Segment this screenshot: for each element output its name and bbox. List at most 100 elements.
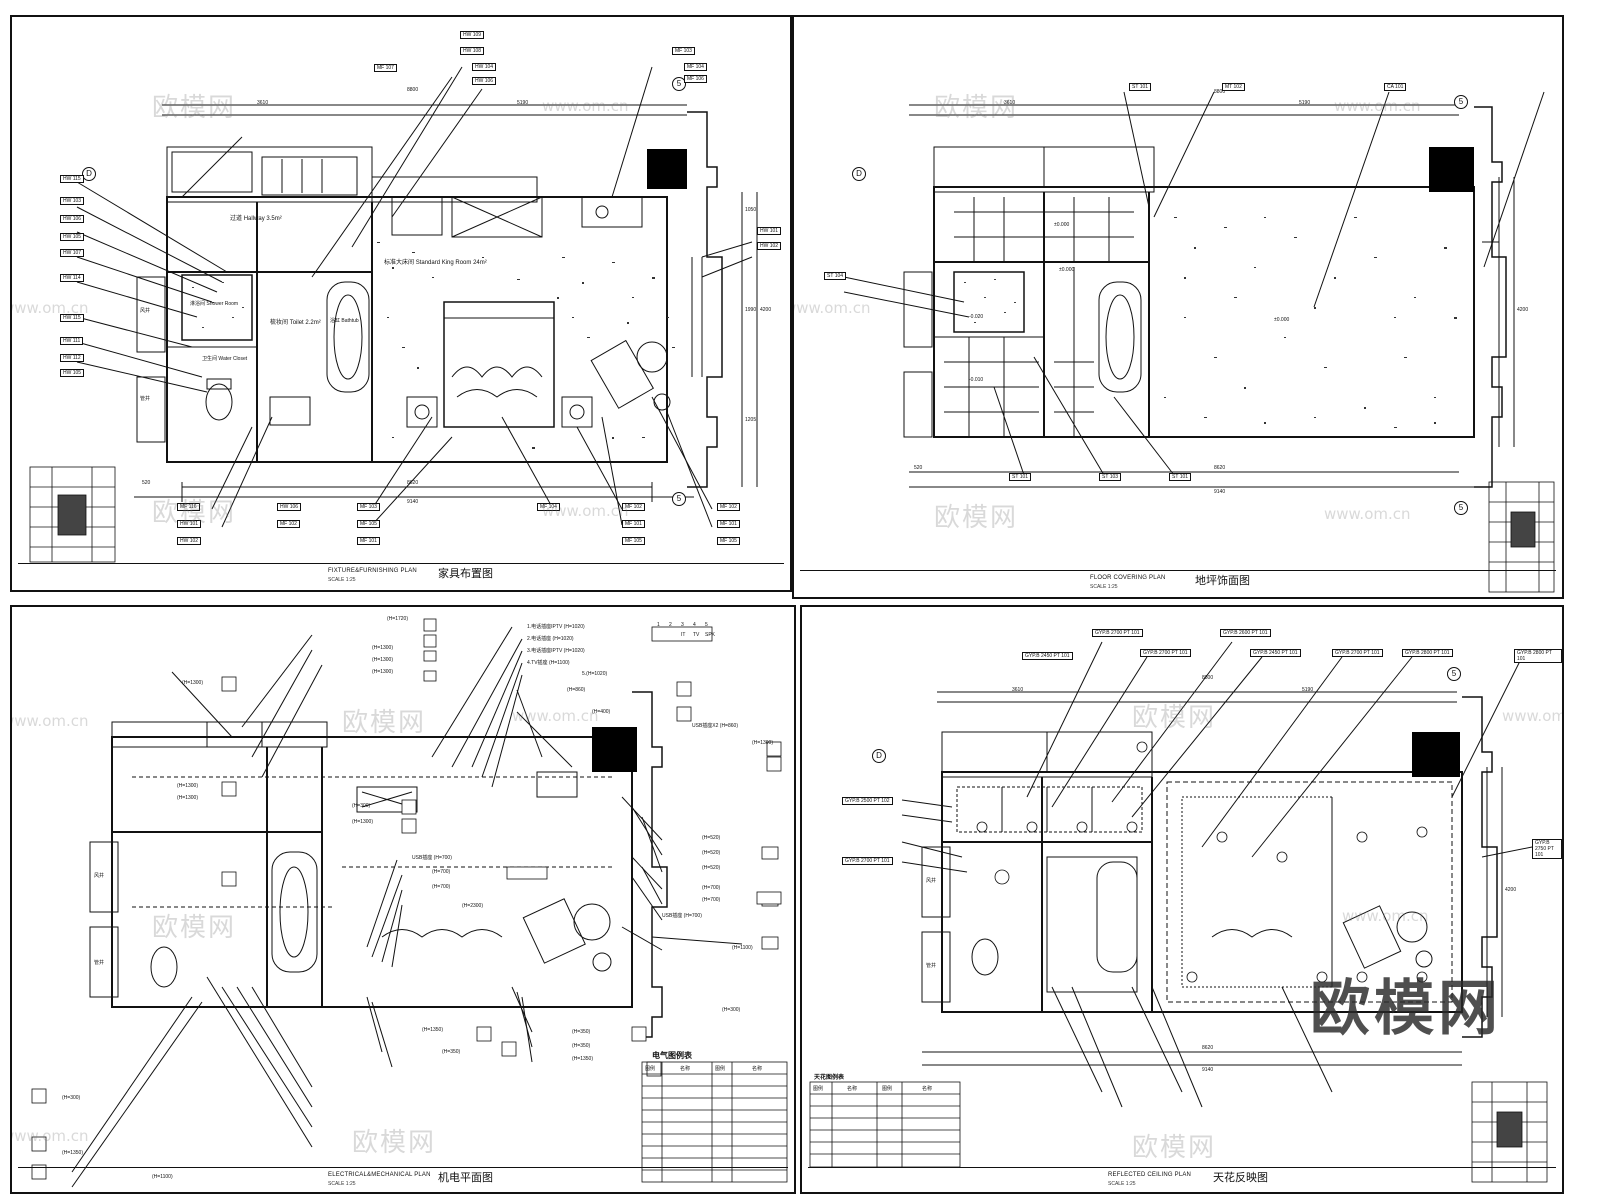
shaft-block (1429, 147, 1474, 192)
watermark-url: www.om.cn (10, 712, 89, 730)
elec-label: USB插座X2 (H=860) (692, 723, 738, 729)
dim-top-right: 5190 (1302, 687, 1314, 693)
tag-mf-106: MF 106 (684, 75, 707, 83)
elec-label: (H=1350) (422, 1027, 443, 1033)
elec-label: (H=700) (432, 869, 451, 875)
grid-label-5-bottom: 5 (1454, 501, 1468, 515)
watermark-brand: 欧模网 (342, 708, 427, 738)
ceiling-legend-table (809, 1081, 961, 1168)
electrical-plan-drawing (31, 618, 788, 1188)
tag-left-114: HW 114 (60, 274, 84, 282)
room-shower: 淋浴间 Shower Room (190, 301, 239, 307)
sheet-scale: SCALE 1:25 (328, 1181, 356, 1187)
legend-col: 图例 (715, 1066, 726, 1072)
sheet-scale: SCALE 1:25 (328, 577, 356, 583)
room-air-shaft: 风井 (140, 308, 151, 314)
elec-label: 1.电话插座IPTV (H=1020) (527, 624, 585, 630)
socket-id: TV (693, 632, 700, 638)
watermark-url: www.om.cn (542, 97, 629, 115)
elec-label: (H=1300) (177, 795, 198, 801)
ceiling-tag: GYP.B 2700 PT 101 (1092, 629, 1143, 637)
tag-hw-104: HW 104 (472, 63, 497, 71)
dim-bottom-inner: 8620 (407, 480, 419, 486)
dim-top-right: 5190 (517, 100, 529, 106)
title-bar: ELECTRICAL&MECHANICAL PLAN 机电平面图 SCALE 1… (18, 1167, 788, 1190)
dim-top-left: 3610 (1004, 100, 1016, 106)
elec-label: (H=300) (62, 1095, 81, 1101)
dim-right-total: 4200 (1517, 307, 1529, 313)
room-air-shaft: 风井 (926, 878, 937, 884)
elec-label: (H=1350) (62, 1150, 83, 1156)
tag-mf-102: MF 102 (277, 520, 300, 528)
tag-st-104: ST 104 (824, 272, 847, 280)
elec-label: (H=350) (572, 1043, 591, 1049)
room-toilet: 梳妆间 Toilet 2.2m² (270, 320, 321, 326)
elec-label: (H=1300) (372, 669, 393, 675)
grid-label-5-top: 5 (1454, 95, 1468, 109)
tag-mf-101: MF 101 (357, 537, 380, 545)
watermark-url: www.om.cn (1342, 907, 1429, 925)
floor-level: -0.020 (969, 314, 984, 320)
dim-top-total: 8800 (1202, 675, 1214, 681)
tag-mf-101b: MF 101 (622, 520, 645, 528)
fixture-plan-drawing (29, 66, 758, 563)
tag-hw-106: HW 106 (472, 77, 497, 85)
room-wc: 卫生间 Water Closet (202, 356, 248, 362)
elec-label: (H=1300) (372, 657, 393, 663)
watermark-brand: 欧模网 (152, 913, 237, 943)
tag-left-106: HW 106 (60, 215, 85, 223)
watermark-brand: 欧模网 (152, 93, 237, 123)
socket-id: IT (681, 632, 686, 638)
socket-id: 4 (693, 622, 696, 628)
shaft-block (647, 149, 687, 189)
floor-level: ±0.000 (1054, 222, 1070, 228)
tag-left-112: HW 112 (60, 354, 84, 362)
ceiling-tag: GYP.B 2800 PT 101 (1402, 649, 1453, 657)
room-hallway: 过道 Hallway 3.5m² (230, 216, 282, 222)
tag-left-115: HW 115 (60, 175, 84, 183)
dim-top-right: 5190 (1299, 100, 1311, 106)
elec-label: 3.电话插座IPTV (H=1020) (527, 648, 585, 654)
elec-label: (H=1300) (372, 645, 393, 651)
elec-label: (H=2300) (462, 903, 483, 909)
room-pipe-shaft: 管井 (926, 963, 937, 969)
tag-mf-107: MF 107 (374, 64, 397, 72)
tag-mt-102: MT 102 (1222, 83, 1245, 91)
legend-col: 图例 (882, 1086, 893, 1092)
tag-st-101: ST 101 (1129, 83, 1152, 91)
elec-label: (H=400) (592, 709, 611, 715)
legend-col: 名称 (680, 1066, 691, 1072)
socket-id: 5 (705, 622, 708, 628)
tag-mf-102b: MF 102 (622, 503, 645, 511)
dim-top-left: 3610 (1012, 687, 1024, 693)
elec-label: USB插座 (H=700) (412, 855, 452, 861)
legend-col: 名称 (752, 1066, 763, 1072)
floor-level: ±0.000 (1059, 267, 1075, 273)
socket-id: SPK (705, 632, 716, 638)
ceiling-tag: GYP.B 2600 PT 101 (1220, 629, 1271, 637)
watermark-url: www.om.cn (1502, 707, 1564, 725)
tag-mf-105c: MF 105 (717, 537, 740, 545)
legend-col: 图例 (645, 1066, 656, 1072)
elec-label: (H=300) (352, 803, 371, 809)
socket-id: 1 (657, 622, 660, 628)
elec-label: 4.TV插座 (H=1100) (527, 660, 570, 666)
sheet-title-cn: 天花反映图 (1213, 1172, 1268, 1184)
big-watermark: 欧模网 (1310, 974, 1502, 1044)
ceiling-tag: GYP.B 2750 PT 101 (1532, 839, 1562, 859)
socket-symbols (31, 618, 782, 1180)
dim-right-total: 4200 (1505, 887, 1517, 893)
tag-hw-101b: HW 101 (757, 227, 782, 235)
floor-plan-sheet: 3610 5190 8800 8620 9140 520 4200 D 5 5 … (792, 15, 1564, 599)
elec-label: USB插座 (H=700) (662, 913, 702, 919)
elec-label: (H=520) (702, 865, 721, 871)
elec-label: (H=1100) (732, 945, 753, 951)
elec-label: (H=1300) (182, 680, 203, 686)
watermark-brand: 欧模网 (1132, 703, 1217, 733)
light-symbols (976, 741, 1428, 983)
floor-plan-drawing (843, 91, 1555, 593)
ceiling-plan-drawing (809, 641, 1548, 1183)
room-pipe-shaft: 管井 (140, 396, 151, 402)
electrical-legend-title: 电气图例表 (652, 1051, 692, 1060)
sheet-title-en: REFLECTED CEILING PLAN (1108, 1172, 1192, 1178)
